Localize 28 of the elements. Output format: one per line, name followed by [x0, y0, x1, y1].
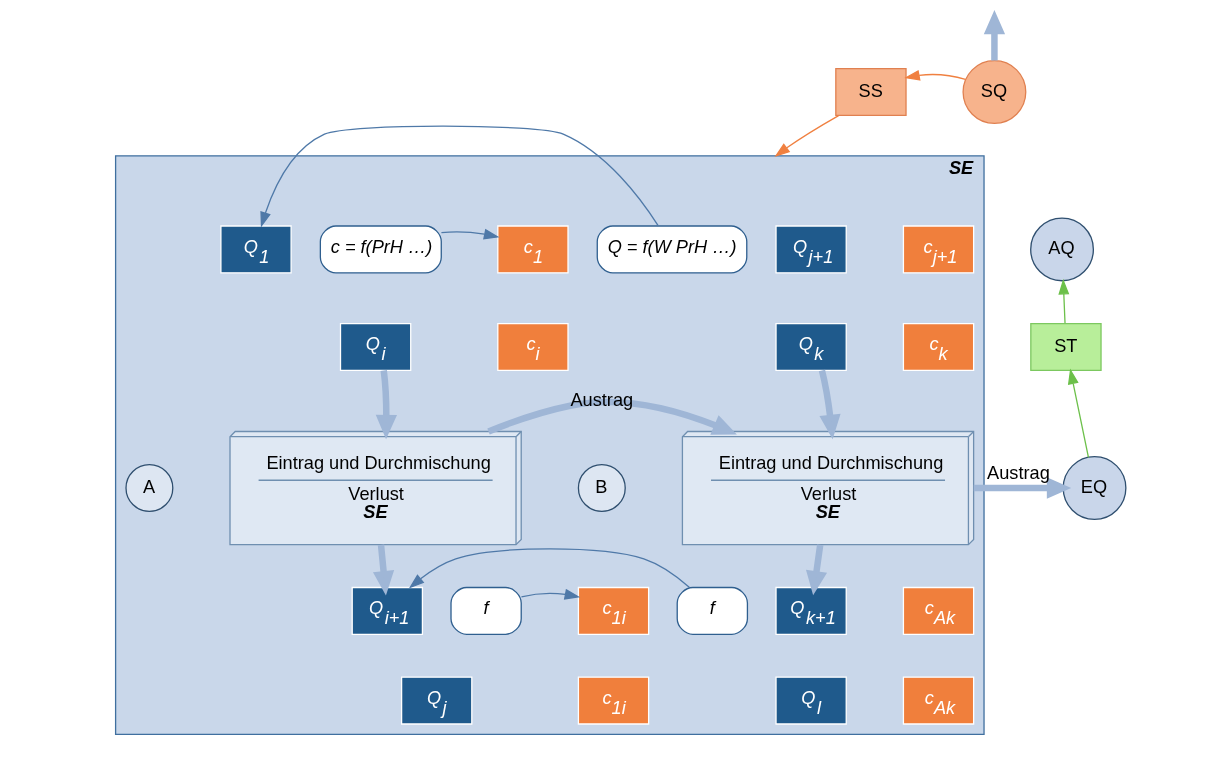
arrow — [818, 369, 841, 440]
node-circle: EQ — [1062, 456, 1127, 520]
arrow — [983, 10, 1006, 61]
arrow — [1067, 368, 1090, 458]
arrow — [372, 544, 395, 596]
arrow — [440, 228, 500, 240]
arrow — [1058, 278, 1070, 324]
node-circle: B — [577, 464, 626, 513]
node-box: c = f(PrH …) — [319, 225, 442, 274]
arrow — [520, 588, 581, 600]
edge-label: Austrag — [987, 463, 1050, 484]
arrow — [375, 370, 398, 440]
arrow — [973, 477, 1072, 499]
node-circle: SQ — [962, 60, 1027, 125]
node-box: ST — [1030, 322, 1102, 372]
arrow — [774, 114, 840, 157]
node-box: SS — [835, 68, 907, 117]
node-box: f — [676, 586, 749, 635]
node-box: Q = f(W PrH …) — [596, 225, 748, 274]
arrow — [805, 544, 828, 596]
arrow — [487, 398, 737, 435]
arrow — [408, 548, 690, 589]
arrow — [260, 125, 659, 228]
node-box: f — [450, 586, 522, 635]
edge-label: Austrag — [570, 389, 634, 410]
node-circle: AQ — [1030, 217, 1094, 282]
arrow — [904, 69, 967, 81]
node-circle: A — [125, 464, 174, 513]
